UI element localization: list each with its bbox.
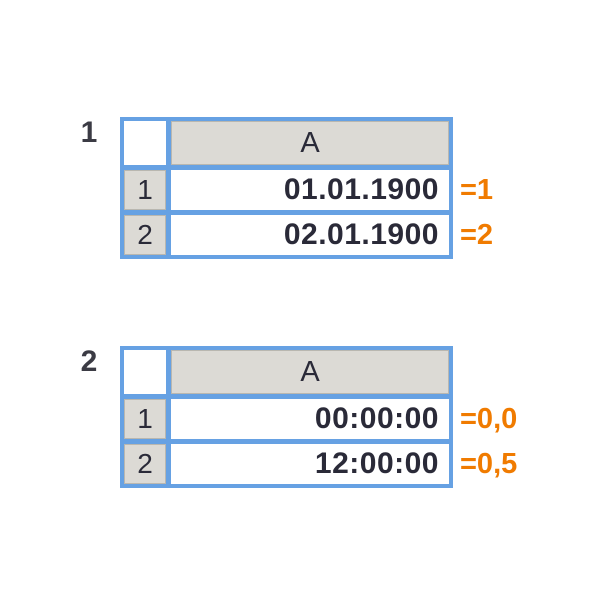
figure-2-number: 2	[80, 345, 98, 378]
cell-a1-date: 01.01.1900	[171, 170, 449, 210]
column-header-a: A	[171, 121, 449, 165]
column-header-a: A	[171, 350, 449, 394]
cell-a2-date: 02.01.1900	[171, 215, 449, 255]
corner-cell	[124, 121, 166, 165]
figure-1-number: 1	[80, 116, 98, 149]
annotation-time-row1: =0,0	[460, 403, 518, 435]
spreadsheet-table-times: A 1 00:00:00 2 12:00:00	[120, 346, 453, 488]
corner-cell	[124, 350, 166, 394]
cell-a2-time: 12:00:00	[171, 444, 449, 484]
row-header-2: 2	[124, 215, 166, 255]
annotation-date-row1: =1	[460, 174, 494, 206]
cell-a1-time: 00:00:00	[171, 399, 449, 439]
spreadsheet-table-dates: A 1 01.01.1900 2 02.01.1900	[120, 117, 453, 259]
annotation-date-row2: =2	[460, 219, 494, 251]
row-header-1: 1	[124, 399, 166, 439]
annotation-time-row2: =0,5	[460, 448, 518, 480]
row-header-1: 1	[124, 170, 166, 210]
row-header-2: 2	[124, 444, 166, 484]
